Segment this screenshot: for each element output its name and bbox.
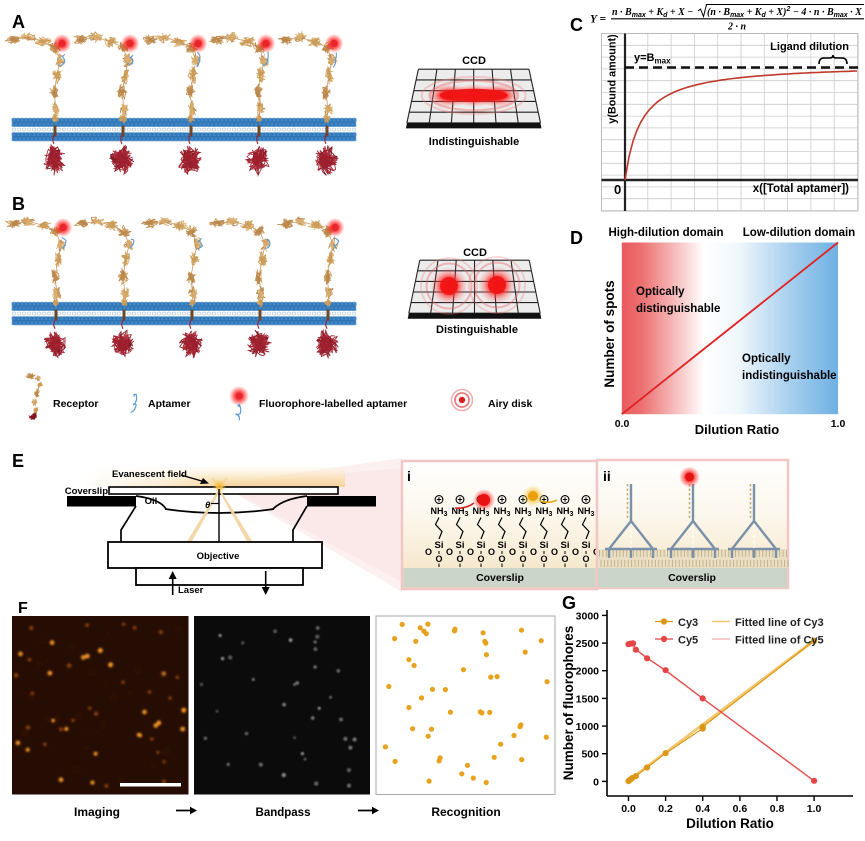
- svg-text:Number of spots: Number of spots: [602, 280, 617, 387]
- svg-text:B: B: [12, 194, 25, 214]
- svg-text:y(Bound amount): y(Bound amount): [607, 34, 619, 124]
- svg-text:1.0: 1.0: [807, 803, 822, 815]
- svg-text:NH3: NH3: [494, 506, 511, 518]
- svg-text:O: O: [488, 547, 495, 557]
- svg-text:E: E: [12, 451, 24, 471]
- svg-text:NH3: NH3: [515, 506, 532, 518]
- svg-text:2500: 2500: [576, 638, 600, 650]
- svg-text:Evanescent field: Evanescent field: [112, 469, 187, 480]
- svg-text:Optically: Optically: [636, 286, 685, 298]
- svg-text:O: O: [551, 547, 558, 557]
- svg-text:0.0: 0.0: [615, 418, 630, 430]
- svg-text:Si: Si: [477, 540, 486, 551]
- svg-text:Dilution Ratio: Dilution Ratio: [686, 816, 774, 831]
- svg-text:Si: Si: [519, 540, 528, 551]
- svg-text:Imaging: Imaging: [74, 805, 120, 819]
- svg-text:CCD: CCD: [462, 55, 486, 67]
- svg-text:0.6: 0.6: [733, 803, 748, 815]
- svg-text:C: C: [570, 15, 583, 35]
- svg-text:Recognition: Recognition: [431, 805, 500, 819]
- svg-text:Si: Si: [456, 540, 465, 551]
- svg-text:2000: 2000: [576, 666, 600, 678]
- svg-text:Objective: Objective: [197, 551, 240, 562]
- svg-text:Coverslip: Coverslip: [668, 572, 716, 584]
- svg-text:Airy disk: Airy disk: [488, 398, 533, 410]
- svg-text:O: O: [530, 547, 537, 557]
- svg-text:O: O: [519, 554, 526, 564]
- svg-text:1.0: 1.0: [831, 418, 846, 430]
- svg-text:O: O: [435, 554, 442, 564]
- svg-text:CCD: CCD: [463, 247, 487, 259]
- svg-text:Si: Si: [540, 540, 549, 551]
- svg-text:O: O: [509, 547, 516, 557]
- svg-text:Ligand dilution: Ligand dilution: [770, 41, 849, 53]
- svg-text:Laser: Laser: [178, 585, 204, 596]
- svg-text:F: F: [18, 600, 28, 617]
- svg-text:Fitted line of Cy3: Fitted line of Cy3: [735, 617, 824, 629]
- svg-text:Dilution Ratio: Dilution Ratio: [695, 422, 780, 437]
- svg-text:(n · Bmax + Kd + X)2 − 4 · n ·: (n · Bmax + Kd + X)2 − 4 · n · Bmax · X: [707, 6, 862, 19]
- svg-text:O: O: [456, 554, 463, 564]
- svg-text:2 · n: 2 · n: [727, 22, 747, 33]
- svg-text:NH3: NH3: [431, 506, 448, 518]
- svg-text:0: 0: [614, 182, 621, 197]
- svg-text:NH3: NH3: [578, 506, 595, 518]
- svg-text:Cy3: Cy3: [678, 617, 698, 629]
- svg-text:O: O: [477, 554, 484, 564]
- svg-text:O: O: [561, 554, 568, 564]
- svg-text:Number of fluorophores: Number of fluorophores: [561, 626, 576, 781]
- svg-text:Optically: Optically: [742, 353, 791, 365]
- svg-text:Si: Si: [561, 540, 570, 551]
- svg-text:ii: ii: [603, 468, 611, 484]
- svg-text:1500: 1500: [576, 693, 600, 705]
- svg-text:Indistinguishable: Indistinguishable: [429, 136, 519, 148]
- svg-text:O: O: [582, 554, 589, 564]
- svg-text:Bandpass: Bandpass: [256, 807, 311, 819]
- svg-text:1000: 1000: [576, 721, 600, 733]
- svg-text:High-dilution domain: High-dilution domain: [609, 227, 724, 239]
- svg-text:Fitted line of Cy5: Fitted line of Cy5: [735, 635, 824, 647]
- svg-text:A: A: [12, 12, 25, 32]
- svg-text:Distinguishable: Distinguishable: [436, 324, 518, 336]
- svg-text:3000: 3000: [576, 610, 600, 622]
- svg-text:O: O: [498, 554, 505, 564]
- svg-text:0.2: 0.2: [658, 803, 673, 815]
- svg-text:O: O: [425, 547, 432, 557]
- svg-text:n · Bmax + Kd + X −: n · Bmax + Kd + X −: [612, 7, 693, 19]
- svg-text:O: O: [540, 554, 547, 564]
- svg-text:θ: θ: [205, 500, 211, 511]
- svg-text:Si: Si: [498, 540, 507, 551]
- svg-text:0.4: 0.4: [695, 803, 710, 815]
- svg-text:i: i: [407, 468, 411, 484]
- svg-text:distinguishable: distinguishable: [636, 303, 720, 315]
- svg-text:Oil: Oil: [145, 496, 158, 507]
- svg-text:Y =: Y =: [590, 14, 606, 26]
- svg-text:D: D: [570, 228, 583, 248]
- svg-text:G: G: [562, 593, 576, 613]
- svg-text:500: 500: [581, 749, 599, 761]
- svg-text:O: O: [467, 547, 474, 557]
- svg-text:Aptamer: Aptamer: [148, 398, 191, 410]
- svg-text:NH3: NH3: [557, 506, 574, 518]
- svg-text:NH3: NH3: [452, 506, 469, 518]
- svg-text:Cy5: Cy5: [678, 635, 698, 647]
- svg-text:indistinguishable: indistinguishable: [742, 370, 837, 382]
- svg-text:Low-dilution domain: Low-dilution domain: [743, 227, 855, 239]
- svg-text:NH3: NH3: [536, 506, 553, 518]
- svg-text:0.0: 0.0: [621, 803, 636, 815]
- svg-text:Fluorophore-labelled aptamer: Fluorophore-labelled aptamer: [259, 398, 407, 410]
- svg-text:Receptor: Receptor: [53, 398, 99, 410]
- svg-text:Si: Si: [435, 540, 444, 551]
- svg-text:0: 0: [593, 776, 599, 788]
- svg-text:Si: Si: [582, 540, 591, 551]
- svg-text:O: O: [446, 547, 453, 557]
- svg-text:Coverslip: Coverslip: [65, 486, 108, 497]
- svg-text:Coverslip: Coverslip: [476, 572, 524, 584]
- svg-text:O: O: [572, 547, 579, 557]
- svg-text:x([Total aptamer]): x([Total aptamer]): [753, 183, 849, 195]
- svg-text:0.8: 0.8: [770, 803, 785, 815]
